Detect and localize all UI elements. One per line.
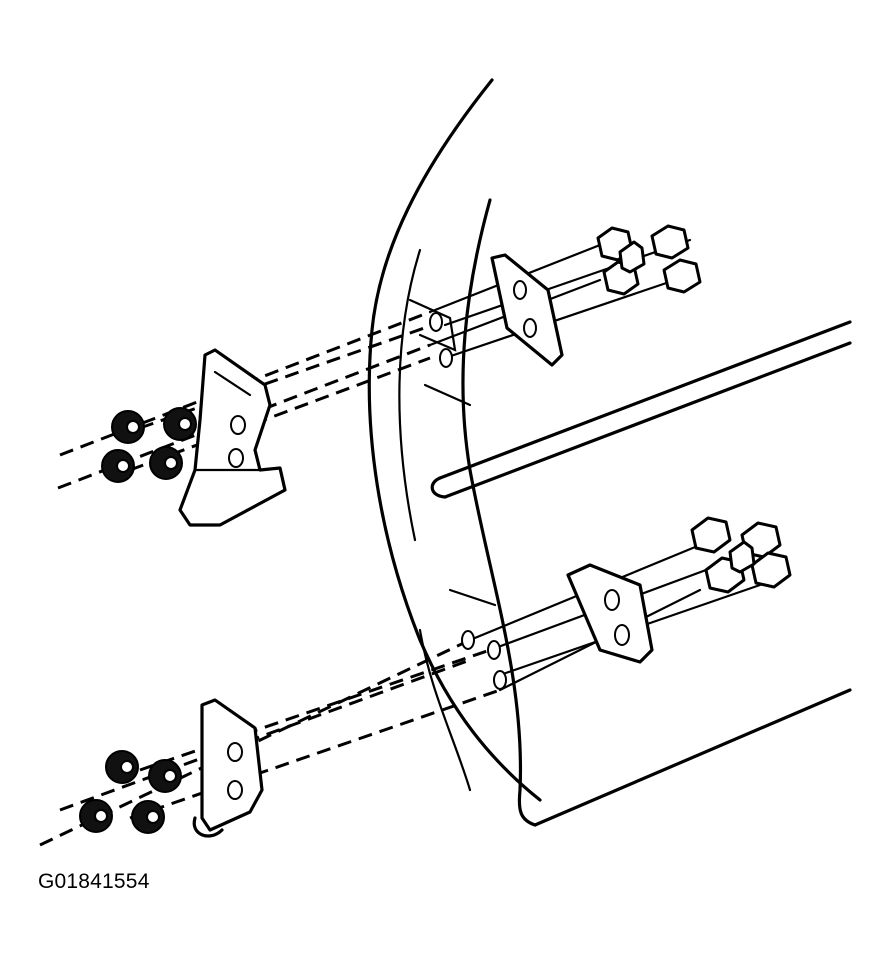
upper-left-bracket <box>178 348 287 527</box>
lower-left-plate <box>192 698 264 838</box>
upper-right-plate <box>408 253 564 407</box>
figure-id-label: G01841554 <box>38 870 150 893</box>
lower-right-plate <box>448 563 654 690</box>
upper-left-nuts <box>101 407 197 483</box>
lower-right-hex-nuts <box>690 516 792 594</box>
lower-left-nuts <box>79 750 182 834</box>
frame-rod <box>430 320 852 499</box>
body-panel <box>367 78 852 827</box>
upper-right-hex-nuts <box>596 224 702 296</box>
